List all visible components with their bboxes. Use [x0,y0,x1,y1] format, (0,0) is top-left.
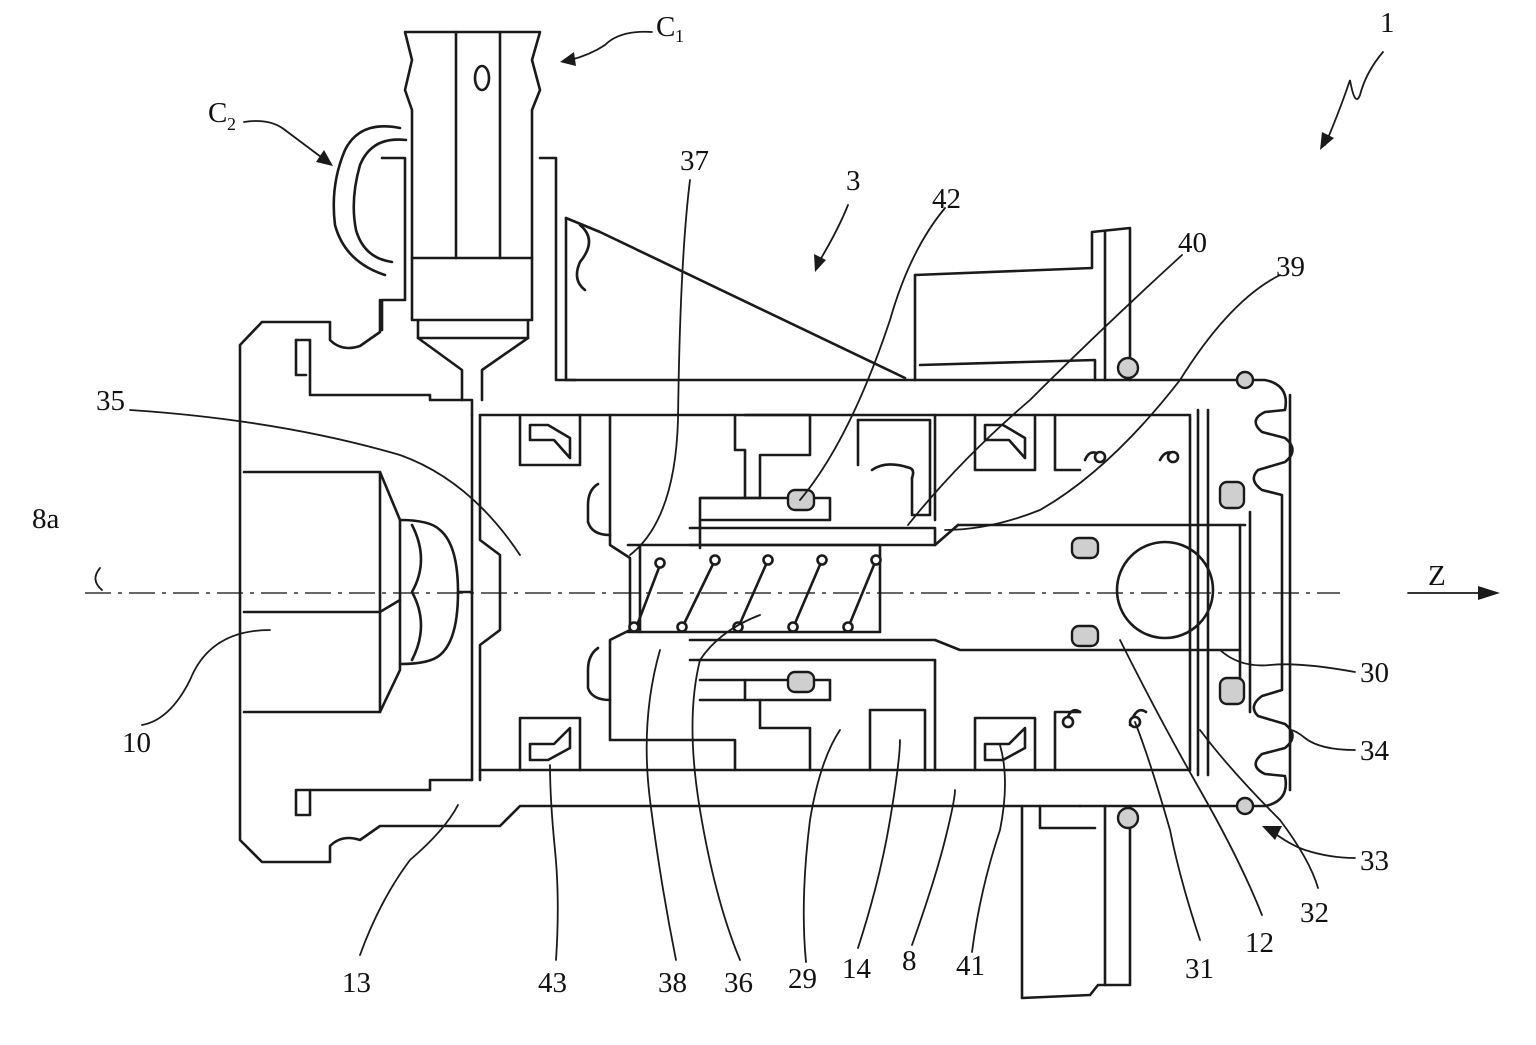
leader-lines [94,30,1384,963]
label-8: 8 [902,945,917,977]
coil-spring [628,554,882,633]
ball [1115,540,1215,640]
label-13: 13 [342,967,371,999]
label-3: 3 [846,165,861,197]
label-32: 32 [1300,897,1329,929]
reference-labels: 1 3 C 1 C 2 37 42 40 39 35 8a Z 10 30 34… [32,7,1446,999]
label-10: 10 [122,727,151,759]
label-1: 1 [1380,7,1395,39]
label-39: 39 [1276,251,1305,283]
label-35: 35 [96,385,125,417]
label-30: 30 [1360,657,1389,689]
top-connector [332,30,577,402]
label-c2: C [208,97,227,129]
ramp-housing [564,216,907,382]
label-29: 29 [788,963,817,995]
main-housing [478,226,1247,1000]
label-12: 12 [1245,927,1274,959]
label-37: 37 [680,145,709,177]
label-40: 40 [1178,227,1207,259]
left-flange [238,298,1082,864]
label-c2-sub: 2 [227,114,236,134]
piston-assembly [518,408,1252,777]
label-36: 36 [724,967,753,999]
label-34: 34 [1360,735,1390,767]
label-43: 43 [538,967,567,999]
label-42: 42 [932,183,961,215]
label-c1-sub: 1 [675,26,684,46]
o-rings [786,356,1246,830]
label-41: 41 [956,950,985,982]
z-arrow-icon [1478,586,1500,600]
label-14: 14 [842,953,872,985]
bellows [1235,370,1294,816]
label-c1: C [656,11,675,43]
label-33: 33 [1360,845,1389,877]
label-z: Z [1428,560,1446,592]
label-38: 38 [658,967,687,999]
center-axis [85,586,1500,600]
label-31: 31 [1185,953,1214,985]
label-8a: 8a [32,503,60,535]
